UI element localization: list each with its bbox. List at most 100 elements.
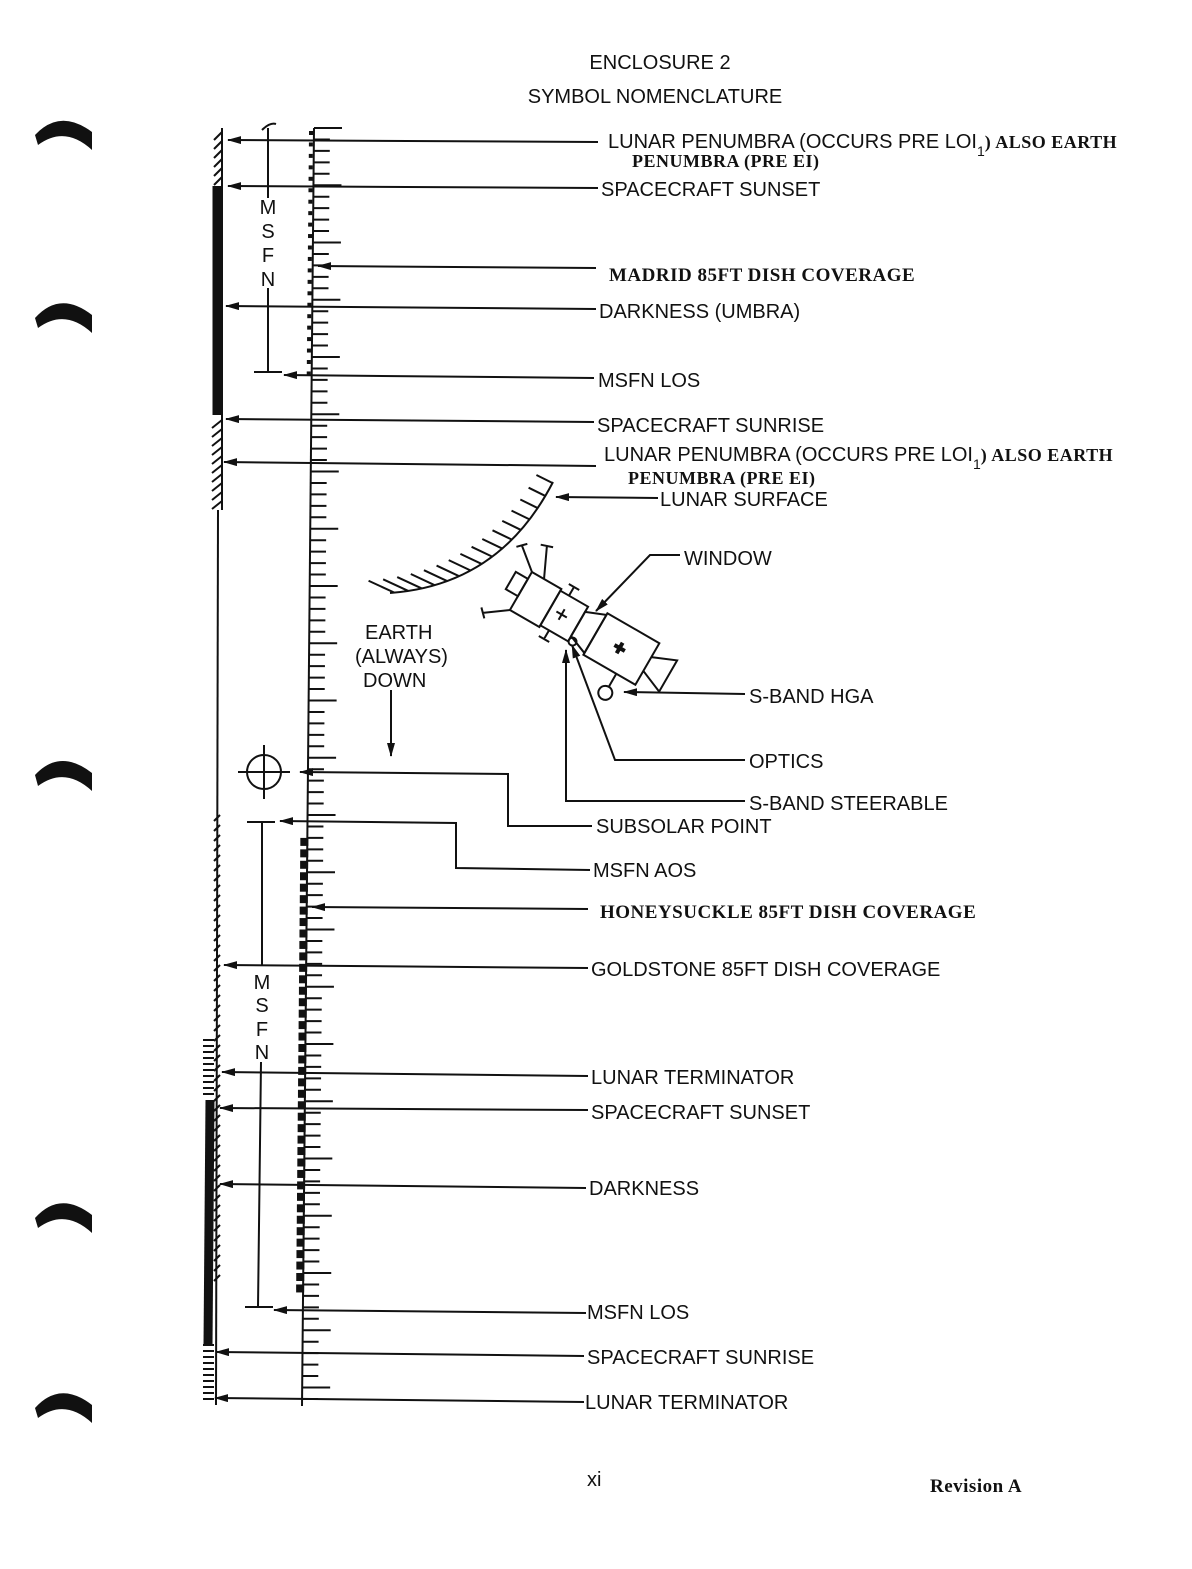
darkness-bar bbox=[203, 1099, 215, 1346]
hatch-mark bbox=[213, 1194, 221, 1202]
msfn-bracket-bottom: M S F N bbox=[245, 821, 275, 1308]
hatch-mark bbox=[213, 1034, 221, 1042]
label-spacecraft-sunrise: SPACECRAFT SUNRISE bbox=[597, 415, 824, 437]
hatch-mark bbox=[213, 1094, 221, 1102]
msfn-letter: S bbox=[255, 995, 268, 1017]
hatch-mark bbox=[410, 573, 436, 587]
msfn-letter: N bbox=[261, 269, 275, 291]
hatch-mark bbox=[213, 1154, 221, 1162]
binder-holes bbox=[35, 120, 92, 1423]
hatch-mark bbox=[211, 428, 223, 438]
label-darkness-umbra: DARKNESS (UMBRA) bbox=[599, 301, 800, 323]
hatch-mark bbox=[471, 545, 493, 558]
hatch-mark bbox=[528, 486, 546, 497]
binder-hole bbox=[35, 120, 92, 150]
hatch-mark bbox=[213, 1254, 221, 1262]
hatch-mark bbox=[213, 1224, 221, 1232]
hatch-mark bbox=[211, 482, 223, 492]
msfn-bracket-top: M S F N bbox=[254, 122, 282, 373]
label-msfn-los-2: MSFN LOS bbox=[587, 1302, 689, 1324]
subsolar-point-icon bbox=[238, 745, 290, 799]
hatch-mark bbox=[213, 1174, 221, 1182]
label-subsolar-point: SUBSOLAR POINT bbox=[596, 816, 772, 838]
hatch-mark bbox=[213, 1004, 221, 1012]
hatch-mark bbox=[213, 1204, 221, 1212]
label-lunar-penumbra-top: LUNAR PENUMBRA (OCCURS PRE LOI1) ALSO EA… bbox=[608, 131, 1117, 159]
hatch-mark bbox=[213, 944, 221, 952]
hatch-mark bbox=[436, 564, 460, 578]
hatch-mark bbox=[448, 559, 472, 572]
hatch-mark bbox=[211, 464, 223, 474]
hatch-mark bbox=[213, 1264, 221, 1272]
hatch-mark bbox=[213, 1234, 221, 1242]
label-window: WINDOW bbox=[684, 548, 772, 570]
binder-hole bbox=[35, 760, 92, 791]
hatch-mark bbox=[396, 576, 423, 590]
hatch-mark bbox=[213, 158, 223, 168]
hatch-mark bbox=[213, 140, 223, 150]
hatch-mark bbox=[213, 1114, 221, 1122]
hatch-mark bbox=[211, 455, 223, 465]
labels: LUNAR PENUMBRA (OCCURS PRE LOI1) ALSO EA… bbox=[355, 131, 1117, 1414]
label-darkness: DARKNESS bbox=[589, 1178, 699, 1200]
hatch-mark bbox=[213, 1124, 221, 1132]
hatch-mark bbox=[423, 569, 448, 582]
label-msfn-los: MSFN LOS bbox=[598, 370, 700, 392]
hatch-mark bbox=[511, 509, 530, 521]
hatch-mark bbox=[211, 419, 223, 429]
hatch-mark bbox=[213, 131, 223, 141]
hatch-mark bbox=[213, 1074, 221, 1082]
hatch-mark bbox=[213, 884, 221, 892]
hatch-mark bbox=[213, 924, 221, 932]
label-spacecraft-sunset: SPACECRAFT SUNSET bbox=[601, 179, 820, 201]
page-number: xi bbox=[587, 1469, 601, 1491]
hatch-mark bbox=[213, 984, 221, 992]
hatch-mark bbox=[211, 500, 223, 510]
label-goldstone: GOLDSTONE 85FT DISH COVERAGE bbox=[591, 959, 940, 981]
hatch-mark bbox=[213, 874, 221, 882]
hatch-mark bbox=[213, 934, 221, 942]
msfn-letter: M bbox=[254, 972, 271, 994]
hatch-mark bbox=[213, 1184, 221, 1192]
msfn-letter: F bbox=[262, 245, 274, 267]
label-honeysuckle: HONEYSUCKLE 85FT DISH COVERAGE bbox=[600, 902, 976, 923]
hatch-mark bbox=[213, 1014, 221, 1022]
illumination-column bbox=[203, 128, 223, 1406]
binder-hole bbox=[35, 1393, 92, 1423]
hatch-mark bbox=[519, 498, 539, 509]
hatch-mark bbox=[213, 149, 223, 159]
hatch-mark bbox=[213, 894, 221, 902]
binder-hole bbox=[35, 1203, 92, 1233]
msfn-letter: M bbox=[260, 197, 277, 219]
label-earth: EARTH bbox=[365, 622, 432, 644]
hatch-mark bbox=[213, 1144, 221, 1152]
hatch-mark bbox=[213, 1274, 221, 1282]
hatch-mark bbox=[213, 994, 221, 1002]
hatch-mark bbox=[213, 1044, 221, 1052]
label-sband-steerable: S-BAND STEERABLE bbox=[749, 793, 948, 815]
hatch-mark bbox=[211, 446, 223, 456]
leader-arrows bbox=[214, 136, 746, 1403]
hatch-mark bbox=[501, 519, 522, 531]
time-ruler bbox=[296, 127, 342, 1407]
hatch-mark bbox=[213, 854, 221, 862]
label-lunar-surface: LUNAR SURFACE bbox=[660, 489, 828, 511]
enclosure-label: ENCLOSURE 2 bbox=[589, 52, 730, 74]
hatch-mark bbox=[213, 964, 221, 972]
label-optics: OPTICS bbox=[749, 751, 823, 773]
hatch-mark bbox=[213, 864, 221, 872]
label-penumbra-pre-ei-2: PENUMBRA (PRE EI) bbox=[628, 468, 816, 489]
hatch-mark bbox=[368, 579, 395, 594]
revision-label: Revision A bbox=[930, 1476, 1022, 1497]
label-lunar-penumbra-2: LUNAR PENUMBRA (OCCURS PRE LOI1) ALSO EA… bbox=[604, 444, 1113, 472]
hatch-mark bbox=[211, 437, 223, 447]
hatch-mark bbox=[213, 1024, 221, 1032]
hatch-mark bbox=[213, 1104, 221, 1112]
msfn-letter: F bbox=[256, 1019, 268, 1041]
page-title: SYMBOL NOMENCLATURE bbox=[528, 86, 782, 108]
hatch-mark bbox=[213, 914, 221, 922]
label-lunar-terminator-2: LUNAR TERMINATOR bbox=[585, 1392, 788, 1414]
label-madrid: MADRID 85FT DISH COVERAGE bbox=[609, 265, 915, 286]
label-down: DOWN bbox=[363, 670, 426, 692]
